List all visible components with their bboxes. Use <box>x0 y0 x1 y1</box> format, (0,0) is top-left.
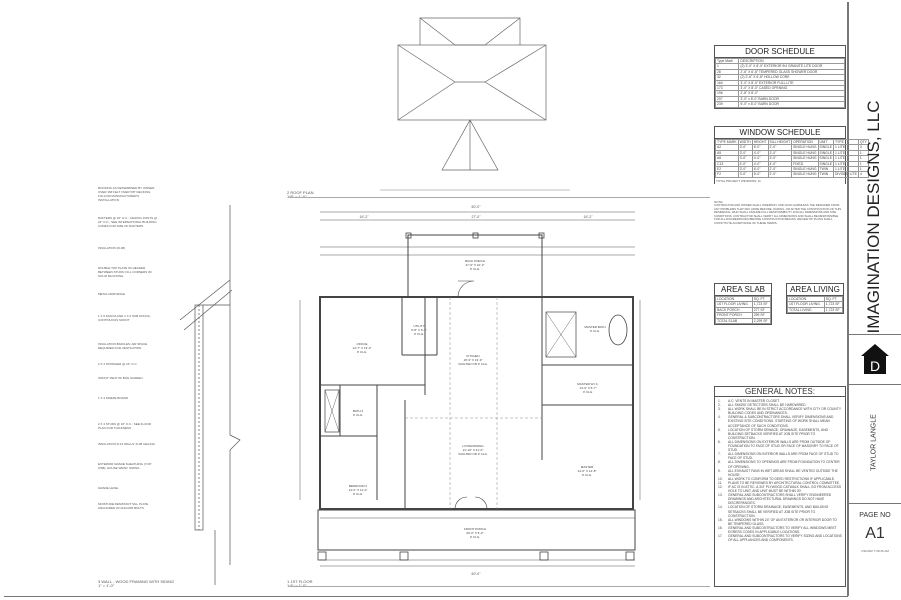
room-front-porch: FRONT PORCH <box>464 527 486 531</box>
svg-text:9' CLG.: 9' CLG. <box>470 267 480 271</box>
room-master-wic: MASTER W.I.C. <box>577 382 599 386</box>
general-note-item: 3.ALL WORK SHALL BE IN STRICT ACCORDANCE… <box>718 407 841 416</box>
svg-text:9' CLG.: 9' CLG. <box>353 492 363 496</box>
general-note-item: 17.GENERAL AND SUBCONTRACTORS TO VERIFY … <box>718 534 842 543</box>
svg-text:9' CLG.: 9' CLG. <box>590 329 600 333</box>
general-note-item: 9.ALL EXHAUST FANS IN WET AREAS SHALL BE… <box>718 468 838 477</box>
general-note-item: 13.GENERAL AND SUBCONTRACTORS SHALL VERI… <box>718 493 832 506</box>
general-note-item: 8.ALL DIMENSIONS TO OPENINGS ARE FROM FO… <box>718 460 840 469</box>
house-logo-icon: D <box>861 344 889 374</box>
room-living-dining: LIVING/DINING <box>462 444 484 448</box>
svg-text:14'-0" X 14'-8": 14'-0" X 14'-8" <box>578 469 597 473</box>
svg-text:14'-7" X 13'-0": 14'-7" X 13'-0" <box>353 346 372 350</box>
note-block: NOTE: CONTRACTOR AND OWNER SHALL INDEMNI… <box>714 200 842 225</box>
overall-width-dim: 60'-0" <box>472 205 482 209</box>
svg-text:9' CLG.: 9' CLG. <box>582 473 592 477</box>
room-back-porch: BACK PORCH <box>465 259 485 263</box>
right-dim: 16'-2" <box>584 215 594 219</box>
svg-text:18'-3" X 13'-9": 18'-3" X 13'-9" <box>464 358 483 362</box>
svg-text:9' CLG.: 9' CLG. <box>583 390 593 394</box>
room-utility: UTILITY <box>413 324 424 328</box>
general-note-item: 15.ALL WINDOWS WITHIN 24" OF AN EXTERIOR… <box>718 517 838 526</box>
print-date: 1/9/2022 7:38:35 AM <box>861 549 889 553</box>
front-width-dim: 60'-0" <box>472 572 482 576</box>
svg-text:9' CLG.: 9' CLG. <box>357 350 367 354</box>
sheet-border <box>4 2 848 597</box>
room-master-bath: MASTER BATH <box>584 325 605 329</box>
svg-text:27'-0" X 10'-3": 27'-0" X 10'-3" <box>466 263 485 267</box>
general-note-item: 10.ALL WORK TO CONFORM TO DEED RESTRICTI… <box>718 476 835 481</box>
svg-text:VAULTED OR 9' CLG.: VAULTED OR 9' CLG. <box>458 452 488 456</box>
client-name: TAYLOR LANGLE <box>870 414 878 471</box>
svg-text:21'-10" X 21'-0": 21'-10" X 21'-0" <box>463 448 484 452</box>
room-office: OFFICE <box>357 342 368 346</box>
room-master: MASTER <box>581 465 594 469</box>
page-number: A1 <box>865 525 885 542</box>
general-note-item: 2.ALL SMOKE DETECTORS SHALL BE HARDWIRED… <box>718 403 807 408</box>
logo-block: D <box>848 334 901 385</box>
roof-plan-drawing <box>380 17 570 191</box>
room-bedroom-2: BEDROOM 2 <box>349 484 367 488</box>
back-porch-dim: 27'-0" <box>472 215 482 219</box>
svg-text:14'-0" X 5'-7": 14'-0" X 5'-7" <box>579 386 596 390</box>
general-note-item: 16.GENERAL AND SUBCONTRACTORS TO VERIFY … <box>718 525 837 534</box>
general-note-item: 14.LOCATION OF STORM DRAINAGE, EASEMENTS… <box>718 505 829 518</box>
general-note-item: 11.PLANS TO BE REVIEWED BY ARCHITECTURAL… <box>718 480 841 485</box>
company-name-block: IMAGINATION DESIGNS, LLC <box>848 2 901 335</box>
general-note-item: 6.ALL DIMENSIONS ON EXTERIOR WALLS ARE F… <box>718 439 839 453</box>
company-name: IMAGINATION DESIGNS, LLC <box>864 100 883 334</box>
general-note-item: 7.ALL DIMENSIONS ON INTERIOR WALLS ARE F… <box>718 452 839 461</box>
room-kitchen: KITCHEN <box>466 354 479 358</box>
svg-text:D: D <box>870 358 880 374</box>
svg-text:5'-8" X 6'-3": 5'-8" X 6'-3" <box>411 328 427 332</box>
svg-text:VAULTED OR 9' CLG.: VAULTED OR 9' CLG. <box>458 362 488 366</box>
left-dim: 16'-2" <box>360 215 370 219</box>
general-note-item: 5.LOCATION OF STORM SEWAGE, DRAINAGE, EA… <box>718 427 828 440</box>
room-bath-2: BATH 2 <box>353 409 364 413</box>
general-note-item: 12.IF AC IS IN ATTIC, A 3/4" PLYWOOD CAT… <box>718 484 842 494</box>
general-note-item: 4.GENERAL & SUBCONTRACTORS SHALL VERIFY … <box>718 415 834 428</box>
wall-section-drawing <box>179 205 241 585</box>
window-total: TOTAL PROJECT WINDOWS: 11 <box>716 178 761 183</box>
svg-text:14'-0" X 11'-0": 14'-0" X 11'-0" <box>349 488 368 492</box>
svg-text:9' CLG.: 9' CLG. <box>353 413 363 417</box>
svg-text:9' CLG.: 9' CLG. <box>470 535 480 539</box>
client-block: TAYLOR LANGLE <box>848 385 901 504</box>
general-note-item: 1.A.C. VENTS IN MASTER CLOSET. <box>718 399 780 403</box>
first-floor-plan: 60'-0" 60'-0" 27'-0" 16'-2" 16'-2" BACK … <box>299 205 641 576</box>
page-block: PAGE NO A1 1/9/2022 7:38:35 AM <box>848 504 901 596</box>
general-notes: GENERAL NOTES: 1.A.C. VENTS IN MASTER CL… <box>714 386 846 587</box>
svg-text:9' CLG.: 9' CLG. <box>414 332 424 336</box>
svg-text:60'-0" X 5'-0": 60'-0" X 5'-0" <box>466 531 483 535</box>
